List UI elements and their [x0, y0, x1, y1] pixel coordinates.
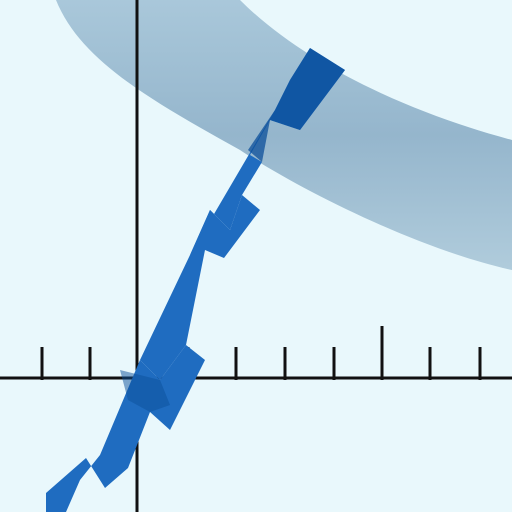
x-axis-ticks — [40, 326, 482, 380]
line-segment-axis-overlap — [120, 370, 170, 412]
line-segment-middle — [140, 195, 260, 380]
line-segment-lower — [46, 345, 205, 512]
line-segment-band-overlap — [248, 48, 345, 162]
stepped-line — [46, 48, 345, 512]
curved-band — [56, 0, 512, 270]
